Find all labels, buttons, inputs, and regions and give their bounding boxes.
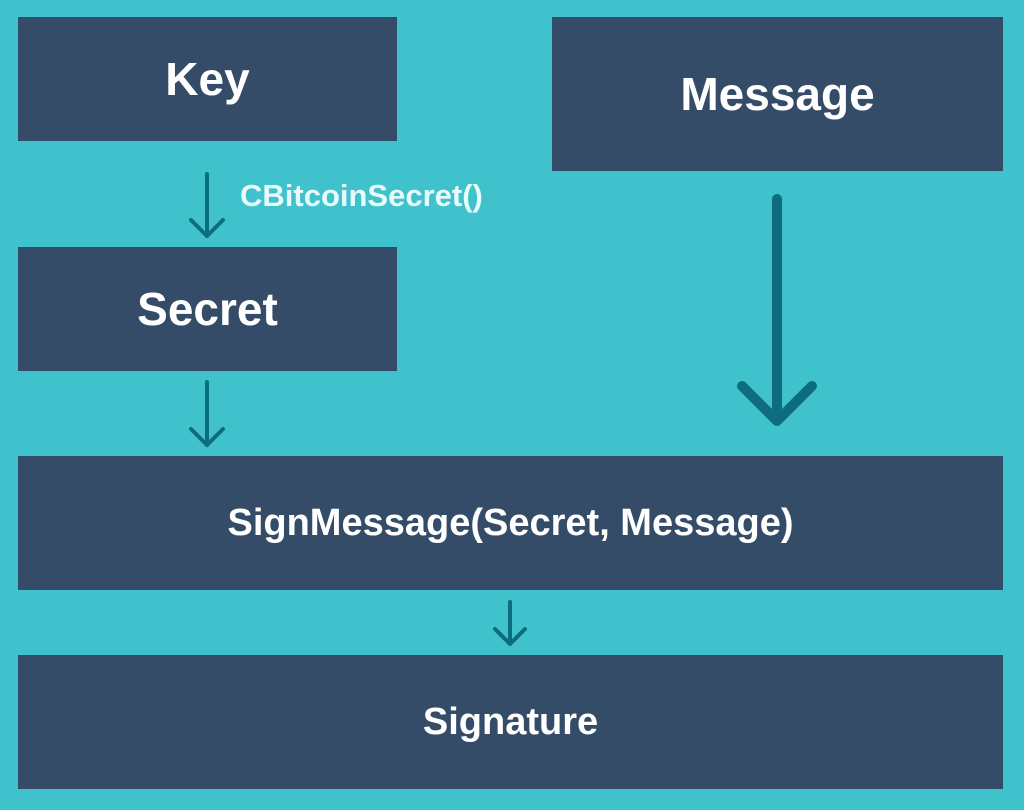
arrow-sign-to-signature [493,600,527,646]
arrow-message-to-sign [737,194,817,426]
arrow-key-to-secret [189,172,225,238]
node-sign-message: SignMessage(Secret, Message) [18,456,1003,590]
node-secret: Secret [18,247,397,371]
node-key-label: Key [165,53,250,105]
node-message-label: Message [680,68,875,120]
edge-label-cbitcoinsecret: CBitcoinSecret() [240,178,483,213]
node-signature-label: Signature [422,700,599,743]
node-signature: Signature [18,655,1003,789]
arrow-secret-to-sign [189,380,225,447]
node-secret-label: Secret [137,283,278,335]
node-message: Message [552,17,1003,171]
node-sign-message-label: SignMessage(Secret, Message) [227,501,794,544]
node-key: Key [18,17,397,141]
